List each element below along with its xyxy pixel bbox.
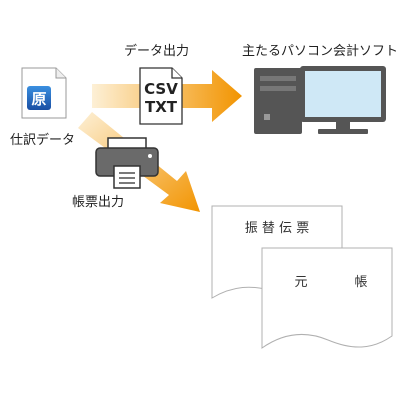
csv-txt-file-icon: CSV TXT <box>139 67 183 125</box>
app-icon-letter: 原 <box>31 90 46 108</box>
journal-data-label: 仕訳データ <box>10 133 76 148</box>
printer-icon <box>95 137 159 189</box>
ledger-title-right: 帳 <box>354 275 367 290</box>
app-document-icon <box>27 86 51 110</box>
data-output-label: データ出力 <box>124 44 190 59</box>
desktop-computer-icon <box>254 66 386 134</box>
accounting-software-label: 主たるパソコン会計ソフト <box>242 44 399 59</box>
file-type-txt: TXT <box>145 98 178 116</box>
transfer-slip-title: 振 替 伝 票 <box>245 221 309 236</box>
ledger-document: 元 帳 <box>261 247 393 349</box>
ledger-output-label: 帳票出力 <box>72 195 125 210</box>
journal-data-file-icon: 原 <box>21 67 67 119</box>
ledger-title-left: 元 <box>294 275 307 290</box>
file-type-csv: CSV <box>144 80 178 98</box>
